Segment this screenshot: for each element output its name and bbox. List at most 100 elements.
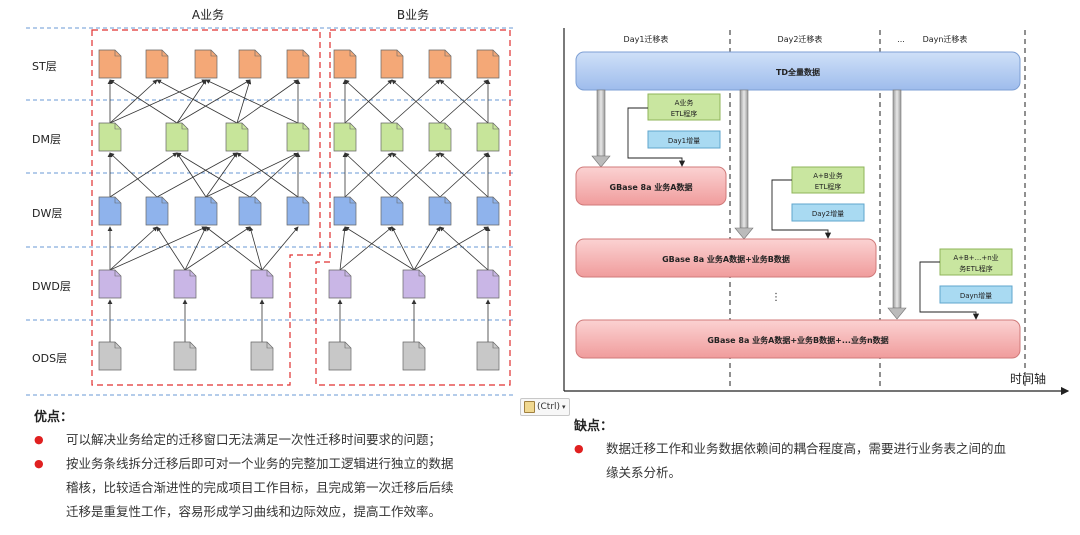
td-full-data-bar <box>575 51 1021 91</box>
dm-node <box>286 122 310 152</box>
pros-title: 优点： <box>34 410 74 425</box>
dwd-node <box>98 269 122 299</box>
layer-label: ST层 <box>32 60 57 73</box>
flow-arrow <box>109 152 158 198</box>
group-a-boundary <box>91 29 321 386</box>
st-node <box>238 49 262 79</box>
flow-arrow <box>439 79 489 124</box>
flow-arrow <box>249 152 299 198</box>
flow-arrow <box>391 152 441 198</box>
paste-options-label: (Ctrl) <box>537 402 561 412</box>
flow-arrow <box>109 79 178 124</box>
down-arrow-3 <box>887 89 907 320</box>
flow-arrow <box>236 152 299 198</box>
etl-connector-3 <box>919 261 980 320</box>
dm-node <box>428 122 452 152</box>
dwd-node <box>476 269 500 299</box>
clipboard-icon <box>524 401 535 413</box>
increment-box-2 <box>791 203 865 222</box>
paste-options-button[interactable]: (Ctrl) ▾ <box>520 398 570 416</box>
gbase-label-3: GBase 8a 业务A数据+业务B数据+...业务n数据 <box>707 335 888 345</box>
flow-arrow <box>156 152 238 198</box>
flow-arrow <box>156 79 238 124</box>
flow-arrow <box>176 79 251 124</box>
flow-arrow <box>205 152 299 198</box>
down-arrow-1 <box>591 89 611 168</box>
dm-node <box>333 122 357 152</box>
etl-label-2a: A+B业务 <box>813 171 842 180</box>
flow-arrow <box>205 152 238 198</box>
etl-box-3 <box>939 248 1013 276</box>
ods-node <box>250 341 274 371</box>
dwd-node <box>250 269 274 299</box>
dw-node <box>286 196 310 226</box>
flow-arrow <box>236 79 299 124</box>
ods-node <box>173 341 197 371</box>
st-node <box>98 49 122 79</box>
etl-label-3b: 务ETL程序 <box>959 264 993 273</box>
increment-box-3 <box>939 285 1013 304</box>
down-arrow-2 <box>734 89 754 240</box>
dw-node <box>145 196 169 226</box>
ods-node <box>476 341 500 371</box>
st-node <box>333 49 357 79</box>
dw-node <box>98 196 122 226</box>
etl-connector-1 <box>627 107 686 167</box>
increment-label-3: Dayn增量 <box>960 291 992 300</box>
list-item: ●按业务条线拆分迁移后即可对一个业务的完整加工逻辑进行独立的数据 <box>34 452 454 476</box>
etl-box-1 <box>647 93 721 121</box>
gbase-label-2: GBase 8a 业务A数据+业务B数据 <box>662 254 790 264</box>
flow-arrow <box>176 79 207 124</box>
dm-node <box>225 122 249 152</box>
st-node <box>380 49 404 79</box>
gbase-box-3 <box>575 319 1021 359</box>
etl-label-2b: ETL程序 <box>815 182 842 191</box>
st-node <box>476 49 500 79</box>
dwd-node <box>328 269 352 299</box>
st-node <box>428 49 452 79</box>
st-node <box>286 49 310 79</box>
td-full-data-label: TD全量数据 <box>776 67 820 77</box>
list-item: ●数据迁移工作和业务数据依赖间的耦合程度高，需要进行业务表之间的血 <box>574 437 1006 461</box>
cons-list: ●数据迁移工作和业务数据依赖间的耦合程度高，需要进行业务表之间的血 缘关系分析。 <box>574 437 1006 485</box>
flow-arrow <box>344 79 393 124</box>
layer-label: DM层 <box>32 133 61 146</box>
flow-arrow <box>339 226 347 271</box>
flow-arrow <box>261 226 299 271</box>
list-item: 缘关系分析。 <box>606 465 682 480</box>
flow-arrow <box>109 152 178 198</box>
increment-label-2: Day2增量 <box>812 209 844 218</box>
time-axis-label: 时间轴 <box>1010 372 1047 386</box>
flow-arrow <box>391 226 415 271</box>
group-header: A业务 <box>192 7 224 22</box>
etl-label-3a: A+B+...+n业 <box>953 253 998 262</box>
dm-node <box>476 122 500 152</box>
flow-arrow <box>391 79 441 124</box>
st-node <box>145 49 169 79</box>
daily-migration-timeline: Day1迁移表 Day2迁移表 ... Dayn迁移表 TD全量数据 GBase… <box>563 28 1070 396</box>
dm-node <box>380 122 404 152</box>
bullet-icon: ● <box>34 433 44 446</box>
etl-connector-2 <box>771 179 832 239</box>
group-b-boundary <box>315 29 511 386</box>
dm-node <box>98 122 122 152</box>
flow-arrow <box>439 226 489 271</box>
flow-arrow <box>205 226 263 271</box>
flow-arrow <box>109 226 158 271</box>
dw-node <box>333 196 357 226</box>
flow-arrow <box>413 226 441 271</box>
flow-arrow <box>248 226 263 271</box>
pros-list: ●可以解决业务给定的迁移窗口无法满足一次性迁移时间要求的问题； ●按业务条线拆分… <box>34 428 454 524</box>
list-item: ●可以解决业务给定的迁移窗口无法满足一次性迁移时间要求的问题； <box>34 428 454 452</box>
dm-node <box>165 122 189 152</box>
column-header: Day1迁移表 <box>624 34 669 44</box>
group-header: B业务 <box>397 7 429 22</box>
flow-arrow <box>413 226 489 271</box>
flow-arrow <box>176 152 251 198</box>
gbase-label-1: GBase 8a 业务A数据 <box>610 182 693 192</box>
dw-node <box>380 196 404 226</box>
cons-title: 缺点： <box>574 419 614 434</box>
flow-arrow <box>109 79 207 124</box>
column-header: ... <box>897 35 905 44</box>
